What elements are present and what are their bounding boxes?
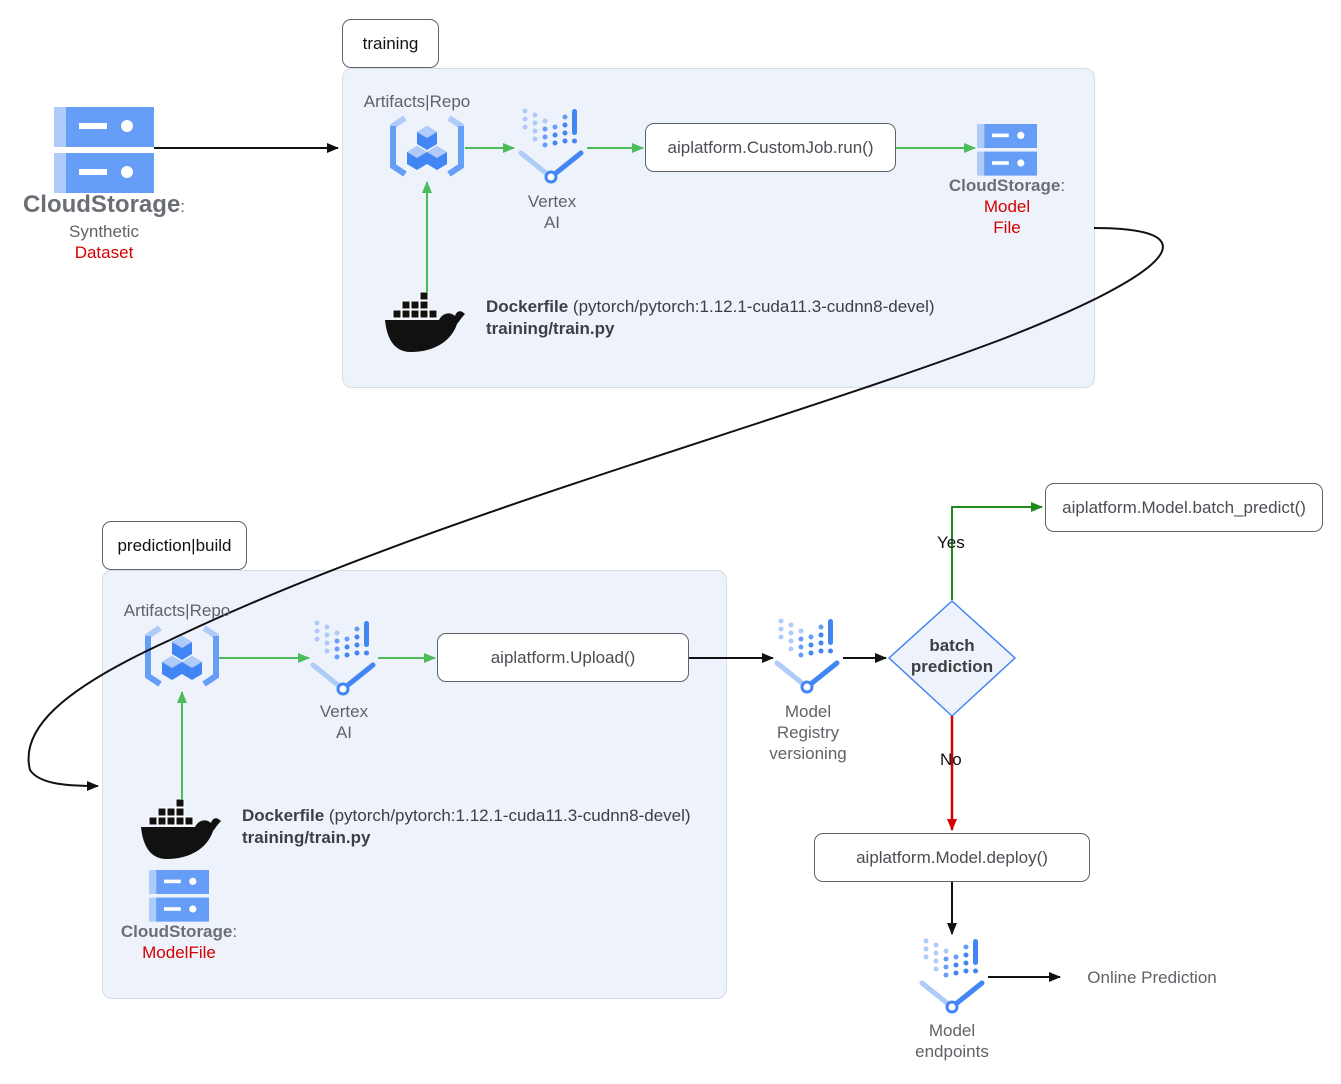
prediction-storage-title: CloudStorage — [120, 922, 233, 941]
model-registry-line2: Registry — [776, 723, 840, 742]
training-storage-title: CloudStorage — [948, 176, 1061, 195]
training-storage-line1: Model — [983, 197, 1031, 216]
prediction-dockerfile-bold: Dockerfile — [242, 806, 325, 825]
source-storage-line2: Dataset — [74, 243, 134, 262]
cloud-storage-icon — [149, 870, 209, 922]
batch-predict-box: aiplatform.Model.batch_predict() — [1045, 483, 1323, 532]
docker-icon — [384, 291, 466, 353]
training-artifacts-label: Artifacts|Repo — [363, 92, 471, 111]
prediction-train-script: training/train.py — [242, 828, 371, 847]
training-dockerfile-bold: Dockerfile — [486, 297, 569, 316]
vertex-ai-model-registry-icon — [777, 619, 837, 693]
model-registry-line3: versioning — [769, 744, 847, 763]
prediction-storage-line1: ModelFile — [142, 943, 216, 962]
artifact-registry-icon — [148, 628, 216, 684]
cloud-storage-icon — [977, 124, 1037, 176]
training-vertex-label: Vertex AI — [512, 191, 592, 233]
source-storage-colon: : — [180, 197, 186, 216]
custom-job-run-box: aiplatform.CustomJob.run() — [645, 123, 896, 172]
training-group — [342, 68, 1095, 388]
docker-icon — [140, 798, 222, 860]
model-registry-line1: Model — [784, 702, 832, 721]
vertex-ai-endpoints-icon — [922, 939, 982, 1013]
prediction-vertex-line1: Vertex — [319, 702, 369, 721]
prediction-dockerfile-rest: (pytorch/pytorch:1.12.1-cuda11.3-cudnn8-… — [324, 806, 691, 825]
decision-line2: prediction — [910, 657, 994, 676]
yes-label: Yes — [937, 533, 965, 552]
training-storage-line2: File — [993, 218, 1021, 237]
model-endpoints-line2: endpoints — [915, 1042, 989, 1061]
arrow-yes-branch — [951, 502, 1043, 600]
training-vertex-line2: AI — [543, 213, 561, 232]
training-train-script: training/train.py — [486, 319, 615, 338]
prediction-artifacts-label: Artifacts|Repo — [123, 601, 231, 620]
training-storage-label: CloudStorage: Model File — [937, 175, 1077, 238]
cloud-storage-icon — [54, 107, 154, 193]
source-storage-label: CloudStorage: Synthetic Dataset — [14, 191, 194, 263]
prediction-vertex-label: Vertex AI — [304, 701, 384, 743]
prediction-vertex-line2: AI — [335, 723, 353, 742]
arrow-modelfile-to-prediction — [27, 227, 1164, 791]
artifact-registry-icon — [393, 118, 461, 174]
decision-label: batch prediction — [892, 635, 1012, 677]
model-endpoints-line1: Model — [928, 1021, 976, 1040]
model-registry-label: Model Registry versioning — [748, 701, 868, 764]
training-vertex-line1: Vertex — [527, 192, 577, 211]
source-storage-line1: Synthetic — [69, 222, 139, 241]
training-dockerfile-rest: (pytorch/pytorch:1.12.1-cuda11.3-cudnn8-… — [568, 297, 935, 316]
no-label: No — [940, 750, 962, 769]
online-prediction-label: Online Prediction — [1087, 968, 1217, 987]
training-storage-colon: : — [1060, 176, 1066, 195]
prediction-storage-label: CloudStorage: ModelFile — [104, 921, 254, 963]
vertex-ai-icon — [313, 621, 373, 695]
training-docker-text: Dockerfile (pytorch/pytorch:1.12.1-cuda1… — [486, 296, 935, 340]
decision-line1: batch — [929, 636, 975, 655]
source-storage-title: CloudStorage — [22, 191, 181, 218]
prediction-docker-text: Dockerfile (pytorch/pytorch:1.12.1-cuda1… — [242, 805, 691, 849]
vertex-ai-icon — [521, 109, 581, 183]
deploy-box: aiplatform.Model.deploy() — [814, 833, 1090, 882]
prediction-storage-colon: : — [232, 922, 238, 941]
training-group-label: training — [342, 19, 439, 68]
upload-box: aiplatform.Upload() — [437, 633, 689, 682]
prediction-group-label: prediction|build — [102, 521, 247, 570]
model-endpoints-label: Model endpoints — [892, 1020, 1012, 1062]
